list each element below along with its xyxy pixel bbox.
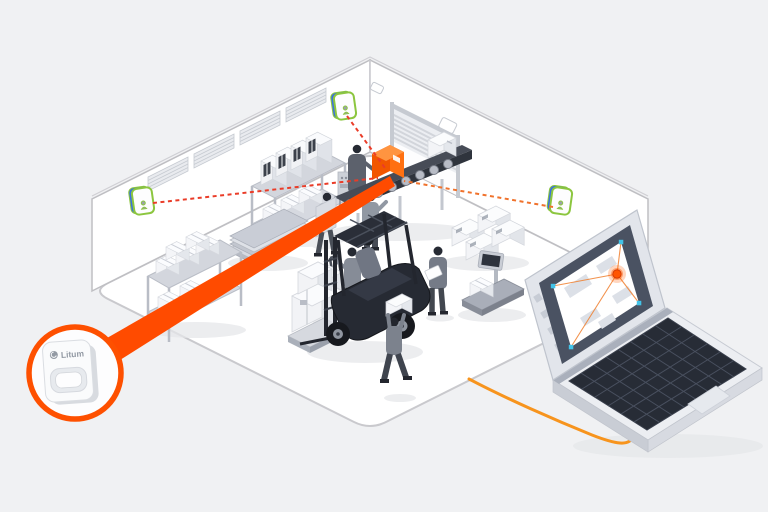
carried-box xyxy=(385,293,413,317)
wall-top-rims xyxy=(91,56,649,197)
wall-sign xyxy=(438,117,458,134)
weighing-scale xyxy=(461,250,525,316)
tag-brand-label: Litum xyxy=(61,348,85,360)
laptop-touchpad xyxy=(687,385,731,415)
forklift-with-pallet xyxy=(287,211,431,353)
ranging-link-left xyxy=(152,177,379,204)
tracked-orange-box xyxy=(372,145,404,180)
worker-with-clipboard xyxy=(424,246,448,316)
uwb-tag-callout: Litum xyxy=(26,324,124,422)
uwb-tag-device: Litum xyxy=(42,339,99,405)
worker-carrying-box xyxy=(380,293,413,383)
uwb-wall-anchor-corner xyxy=(329,89,358,122)
white-box-on-belt xyxy=(427,131,457,159)
uwb-wall-anchor-left xyxy=(127,184,156,217)
tracking-link-line xyxy=(107,176,395,360)
ranging-link-corner xyxy=(346,115,386,169)
map-tracked-item-dot xyxy=(612,269,622,279)
laptop-with-tracking-map xyxy=(524,209,763,453)
ranging-dashed-links xyxy=(152,115,554,208)
ranging-link-right xyxy=(403,180,554,208)
map-ranging-lines xyxy=(552,241,640,348)
uwb-wall-anchor-right xyxy=(545,183,574,217)
litum-logo-icon xyxy=(49,350,58,359)
wall-sign xyxy=(370,81,384,95)
network-cable xyxy=(467,377,639,445)
map-anchor-points xyxy=(550,239,642,350)
